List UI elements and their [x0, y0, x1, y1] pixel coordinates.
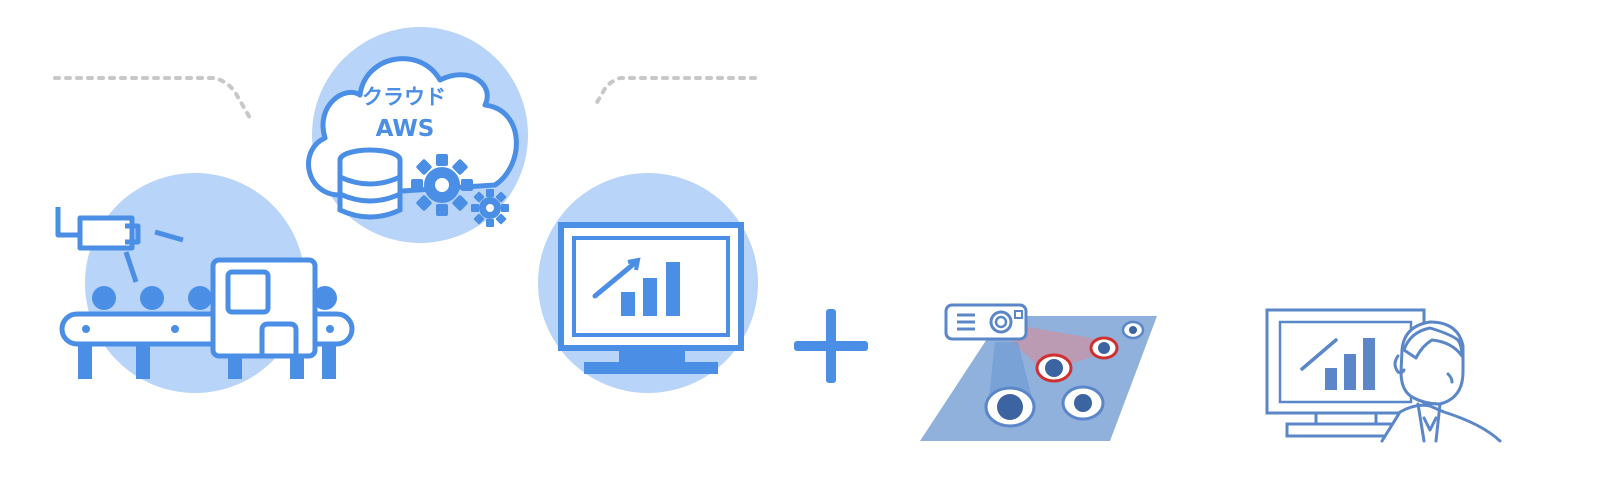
- machine-box: [210, 257, 318, 359]
- monitor-neck: [619, 348, 685, 362]
- projector-beam-red-1: [1012, 326, 1114, 372]
- database-icon: [337, 147, 403, 220]
- factory-conveyor-camera-icon: [55, 173, 355, 393]
- cloud-database-gears-icon: クラウド AWS: [306, 27, 528, 243]
- person-icon: [1380, 320, 1502, 443]
- conveyor-items: [92, 286, 337, 310]
- target-markers: [984, 320, 1145, 428]
- camera-icon: [55, 207, 184, 283]
- plus-icon: [794, 309, 868, 383]
- person-monitor-analytics-icon: [1265, 308, 1502, 443]
- connector-left: [53, 76, 252, 120]
- gear-small-icon: [471, 189, 509, 227]
- connector-right: [594, 76, 757, 106]
- projector-mapping-icon: [920, 303, 1157, 441]
- person-bar-chart-icon: [1300, 338, 1375, 390]
- bar-chart-icon: [592, 257, 680, 316]
- analytics-monitor-icon: [538, 173, 758, 393]
- monitor-base: [584, 362, 718, 374]
- gear-large-icon: [411, 154, 473, 216]
- projector-lens: [989, 310, 1013, 334]
- cloud-label-line1: クラウド: [362, 85, 446, 109]
- projector-menu-icon: [957, 313, 975, 331]
- cloud-label-line2: AWS: [376, 116, 435, 142]
